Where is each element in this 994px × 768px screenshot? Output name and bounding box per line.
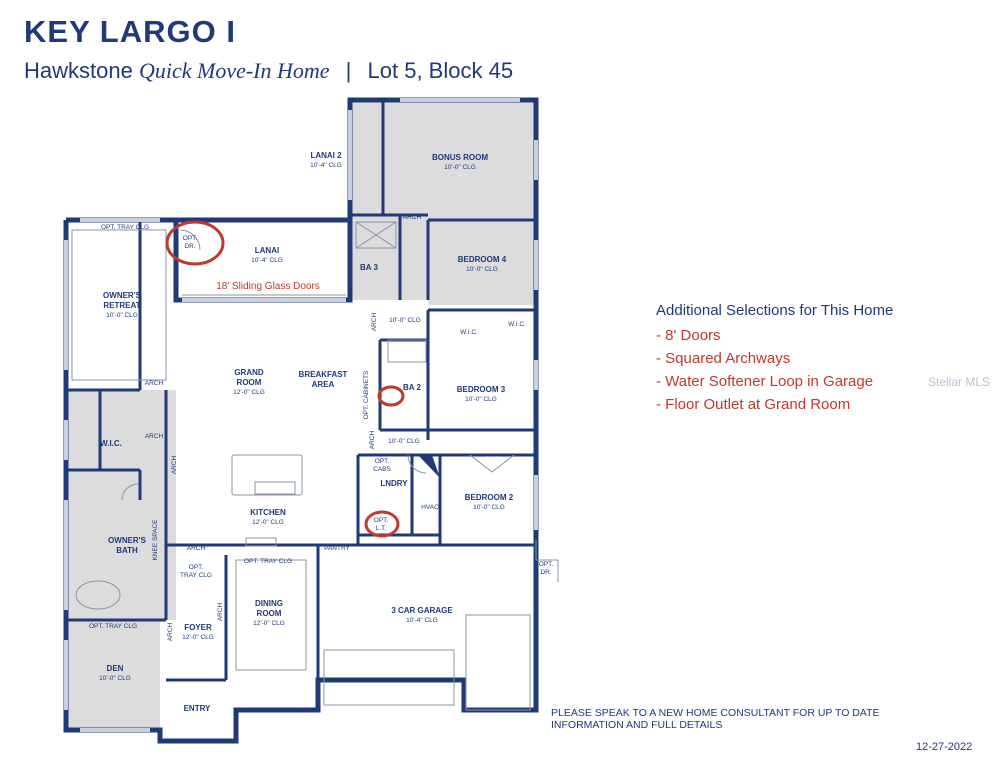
dining-name2: ROOM: [257, 609, 282, 618]
wic-bed4-label: W.I.C.: [460, 329, 478, 336]
selection-item: - Water Softener Loop in Garage: [656, 373, 874, 390]
arch-foyer-label: ARCH: [187, 545, 206, 552]
gray-room-fills: [66, 100, 536, 730]
opt-lt-line1: OPT.: [374, 517, 389, 524]
selection-item: - Floor Outlet at Grand Room: [656, 396, 851, 413]
lot-info: Lot 5, Block 45: [367, 58, 514, 83]
opt-cabs-line2: CABS: [373, 466, 391, 473]
kitchen-clg: 12'-0" CLG: [252, 519, 284, 526]
bedroom3-clg: 10'-0" CLG: [465, 396, 497, 403]
grand-room-name2: ROOM: [237, 378, 262, 387]
breakfast-name2: AREA: [312, 380, 335, 389]
additional-selections: Additional Selections for This Home - 8'…: [656, 302, 976, 419]
owners-retreat-name1: OWNER'S: [103, 291, 142, 300]
hall-clg: 10'-0" CLG: [389, 317, 421, 324]
entry-label: ENTRY: [184, 704, 211, 713]
bedroom2-clg: 10'-0" CLG: [473, 504, 505, 511]
den-clg: 10'-0" CLG: [99, 675, 131, 682]
den-tray-label: OPT. TRAY CLG: [89, 623, 137, 630]
laundry-label: LNDRY: [380, 479, 408, 488]
arch-den-label: ARCH: [167, 622, 174, 641]
selection-item: - Squared Archways: [656, 350, 791, 367]
ba3-label: BA 3: [360, 263, 378, 272]
kitchen-label: KITCHEN: [250, 508, 286, 517]
garage-label: 3 CAR GARAGE: [391, 606, 453, 615]
opt-cabs-line1: OPT.: [375, 458, 390, 465]
bonus-room-clg: 10'-0" CLG: [444, 164, 476, 171]
selection-item: - 8' Doors: [656, 327, 721, 344]
foyer-clg: 12'-0" CLG: [182, 634, 214, 641]
dining-clg: 12'-0" CLG: [253, 620, 285, 627]
arch-bath-label: ARCH: [171, 455, 178, 474]
opt-dr-garage-line2: DR.: [540, 569, 551, 576]
lanai-clg: 10'-4" CLG: [251, 257, 283, 264]
den-label: DEN: [107, 664, 124, 673]
grand-room-clg: 12'-0" CLG: [233, 389, 265, 396]
arch-label: ARCH: [403, 214, 422, 221]
owners-retreat-clg: 10'-0" CLG: [106, 312, 138, 319]
foyer-tray-line1: OPT.: [189, 564, 204, 571]
foyer-tray-line2: TRAY CLG: [180, 572, 212, 579]
arch-laundry-label: ARCH: [369, 430, 376, 449]
ba2-label: BA 2: [403, 383, 421, 392]
pantry-label: PANTRY: [324, 545, 350, 552]
garage-clg: 10'-4" CLG: [406, 617, 438, 624]
selection-highlights: [165, 220, 405, 538]
selections-heading: Additional Selections for This Home: [656, 302, 894, 319]
bedroom3-label: BEDROOM 3: [457, 385, 506, 394]
arch-hall-label: ARCH: [371, 312, 378, 331]
owners-retreat-name2: RETREAT: [103, 301, 140, 310]
home-type: Quick Move-In Home: [138, 58, 330, 83]
disclaimer: PLEASE SPEAK TO A NEW HOME CONSULTANT FO…: [551, 707, 880, 731]
owners-bath-name1: OWNER'S: [108, 536, 147, 545]
grand-room-name1: GRAND: [234, 368, 264, 377]
sliding-glass-label: 18' Sliding Glass Doors: [216, 281, 320, 292]
opt-dr-line2: DR.: [184, 243, 195, 250]
wic-bed3-label: W.I.C.: [508, 321, 526, 328]
plan-subtitle: Hawkstone Quick Move-In Home | Lot 5, Bl…: [24, 58, 513, 84]
plan-details: [71, 221, 559, 711]
owners-retreat-tray: OPT. TRAY CLG: [101, 224, 149, 231]
bedroom2-label: BEDROOM 2: [465, 493, 514, 502]
opt-dr-line1: OPT.: [183, 235, 198, 242]
lanai2-label: LANAI 2: [310, 151, 342, 160]
dining-tray-label: OPT. TRAY CLG: [244, 558, 292, 565]
arch-retreat-label: ARCH: [145, 380, 164, 387]
bedroom4-clg: 10'-0" CLG: [466, 266, 498, 273]
dining-name1: DINING: [255, 599, 283, 608]
owners-wic-label: W.I.C.: [100, 439, 122, 448]
breakfast-name1: BREAKFAST: [299, 370, 348, 379]
foyer-label: FOYER: [184, 623, 212, 632]
subtitle-separator: |: [345, 58, 352, 83]
arch-dining-label: ARCH: [217, 602, 224, 621]
lanai-label: LANAI: [255, 246, 279, 255]
room-labels: LANAI 2 10'-4" CLG BONUS ROOM 10'-0" CLG…: [89, 151, 553, 713]
bedroom4-label: BEDROOM 4: [458, 255, 507, 264]
owners-bath-name2: BATH: [116, 546, 138, 555]
opt-dr-garage-line1: OPT.: [539, 561, 554, 568]
lanai2-clg: 10'-4" CLG: [310, 162, 342, 169]
bonus-room-label: BONUS ROOM: [432, 153, 488, 162]
hvac-label: HVAC: [421, 504, 439, 511]
community-name: Hawkstone: [24, 58, 133, 83]
windows: [64, 98, 538, 732]
opt-lt-line2: L.T.: [376, 525, 387, 532]
arch-wic-label: ARCH: [145, 433, 164, 440]
plan-title: KEY LARGO I: [24, 14, 236, 49]
mls-watermark: Stellar MLS: [928, 375, 991, 389]
plan-date: 12-27-2022: [916, 741, 973, 753]
opt-cabinets-label: OPT. CABINETS: [363, 370, 370, 419]
selections-list: - 8' Doors - Squared Archways - Water So…: [656, 327, 976, 413]
hall-clg-2: 10'-0" CLG: [388, 438, 420, 445]
knee-space-label: KNEE SPACE: [152, 519, 159, 561]
